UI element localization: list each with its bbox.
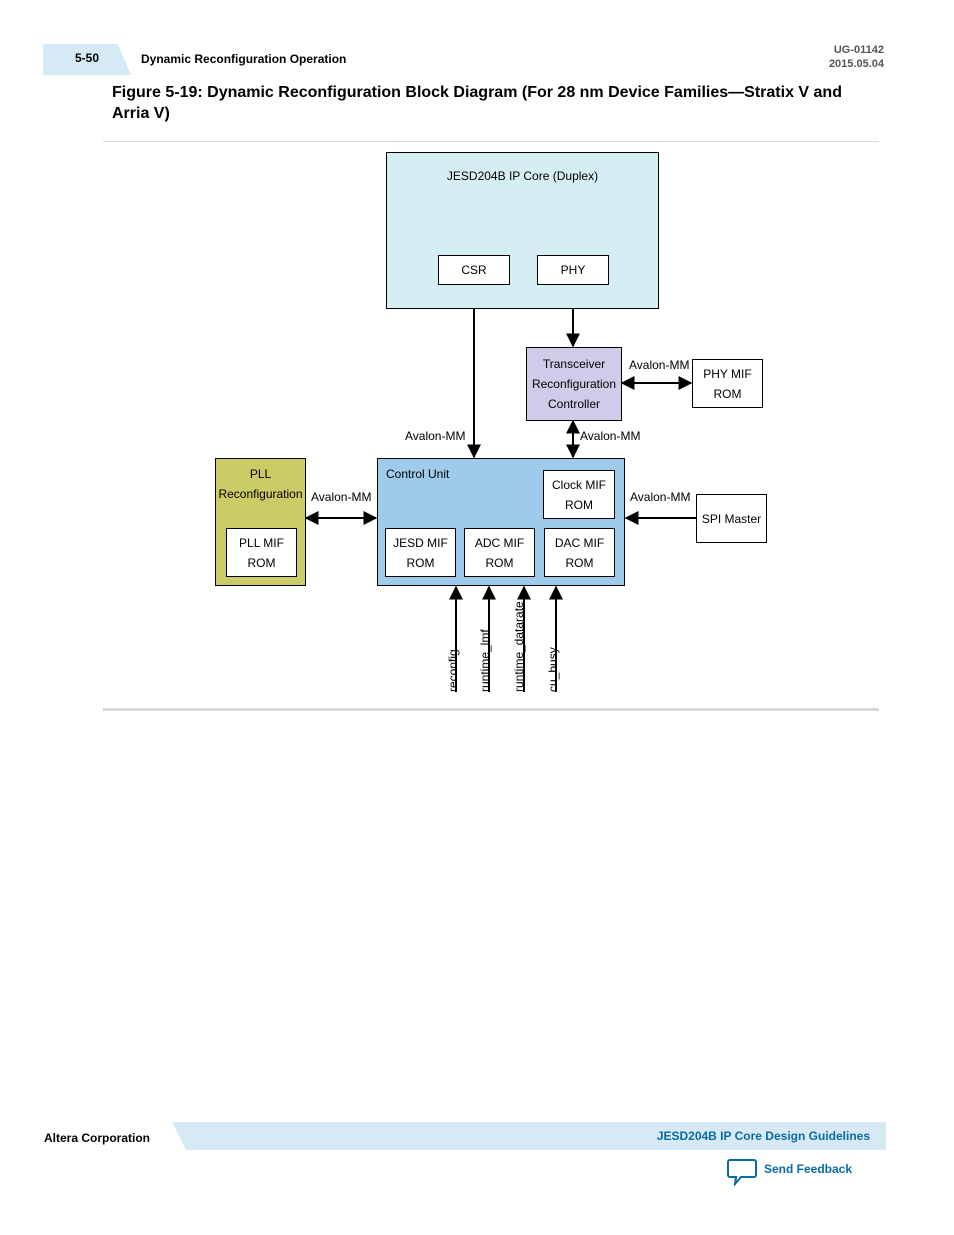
signal-label-reconfig: reconfig (446, 649, 460, 692)
signal-label-runtime-datarate: runtime_datarate (512, 601, 526, 692)
document-id: UG-01142 (833, 44, 884, 56)
footer-guide-link[interactable]: JESD204B IP Core Design Guidelines (656, 1129, 870, 1143)
pll-mif-rom-block: PLL MIF ROM (226, 528, 297, 577)
avalon-mm-label-spi: Avalon-MM (630, 490, 691, 504)
signal-label-runtime-lmf: runtime_lmf (478, 629, 492, 692)
feedback-chat-icon[interactable] (727, 1158, 757, 1186)
ip-core-block: JESD204B IP Core (Duplex) (386, 152, 659, 309)
jesd-mif-rom-label: JESD MIF ROM (393, 535, 448, 570)
figure-title: Figure 5-19: Dynamic Reconfiguration Blo… (112, 84, 842, 122)
avalon-mm-label-csr: Avalon-MM (405, 429, 466, 443)
phy-label: PHY (560, 263, 586, 277)
signal-label-cu-busy: cu_busy (546, 647, 560, 692)
figure-bottom-rule (103, 708, 879, 711)
adc-mif-rom-block: ADC MIF ROM (464, 528, 535, 577)
send-feedback-link[interactable]: Send Feedback (764, 1162, 853, 1176)
avalon-mm-label-phy-mif: Avalon-MM (629, 358, 690, 372)
clock-mif-rom-block: Clock MIF ROM (543, 470, 615, 519)
page-number: 5-50 (75, 51, 100, 65)
footer-bar (172, 1122, 886, 1150)
ip-core-label: JESD204B IP Core (Duplex) (446, 169, 599, 183)
pll-reconfiguration-label: PLL Reconfiguration (218, 467, 303, 501)
phy-mif-rom-block: PHY MIF ROM (692, 359, 763, 408)
footer-company: Altera Corporation (44, 1131, 151, 1145)
avalon-mm-label-pll: Avalon-MM (311, 490, 372, 504)
document-date: 2015.05.04 (828, 58, 884, 70)
dac-mif-rom-label: DAC MIF ROM (554, 535, 605, 570)
transceiver-controller-label: Transceiver Reconfiguration Controller (531, 357, 617, 411)
transceiver-controller-block: Transceiver Reconfiguration Controller (526, 347, 622, 421)
document-id-block: UG-01142 2015.05.04 (829, 43, 884, 71)
spi-master-block: SPI Master (696, 494, 767, 543)
clock-mif-rom-label: Clock MIF ROM (552, 477, 606, 512)
csr-block: CSR (438, 255, 510, 285)
adc-mif-rom-label: ADC MIF ROM (474, 535, 525, 570)
figure-top-rule (103, 141, 879, 142)
csr-label: CSR (461, 263, 487, 277)
pll-mif-rom-label: PLL MIF ROM (239, 535, 284, 570)
dac-mif-rom-block: DAC MIF ROM (544, 528, 615, 577)
phy-block: PHY (537, 255, 609, 285)
page-number-tab (43, 44, 131, 75)
avalon-mm-label-transceiver: Avalon-MM (580, 429, 641, 443)
jesd-mif-rom-block: JESD MIF ROM (385, 528, 456, 577)
section-title: Dynamic Reconfiguration Operation (141, 52, 347, 66)
control-unit-label: Control Unit (386, 467, 450, 481)
spi-master-label: SPI Master (701, 511, 762, 526)
phy-mif-rom-label: PHY MIF ROM (703, 366, 752, 401)
